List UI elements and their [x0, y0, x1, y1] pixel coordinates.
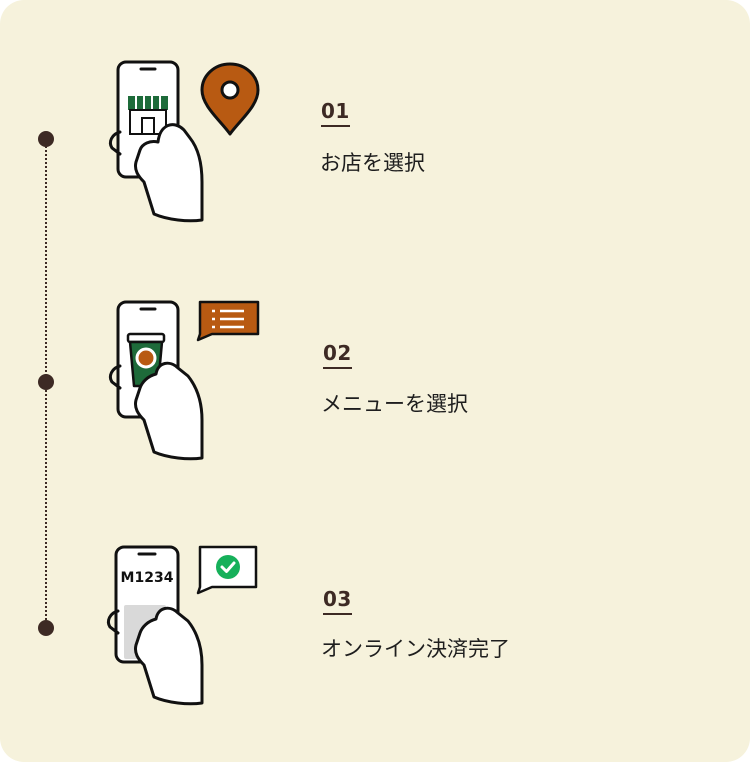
step-number: 01	[321, 100, 350, 127]
payment-complete-illustration	[106, 545, 258, 706]
timeline-dot-2	[38, 374, 54, 390]
step-number: 03	[323, 588, 352, 615]
step-label: メニューを選択	[321, 392, 468, 416]
hand-icon	[134, 606, 204, 706]
menu-select-illustration	[108, 300, 260, 461]
location-pin-icon	[200, 62, 260, 136]
order-code: M1234	[120, 570, 174, 586]
check-circle-icon	[196, 545, 258, 595]
hand-icon	[134, 361, 204, 461]
step-number: 02	[323, 342, 352, 369]
storefront-icon	[128, 96, 168, 135]
menu-list-icon	[196, 300, 260, 342]
step-label: オンライン決済完了	[321, 637, 510, 661]
timeline-dot-3	[38, 620, 54, 636]
hand-icon	[134, 123, 204, 223]
step-label: お店を選択	[320, 151, 425, 175]
store-select-illustration	[108, 60, 260, 223]
timeline-dot-1	[38, 131, 54, 147]
